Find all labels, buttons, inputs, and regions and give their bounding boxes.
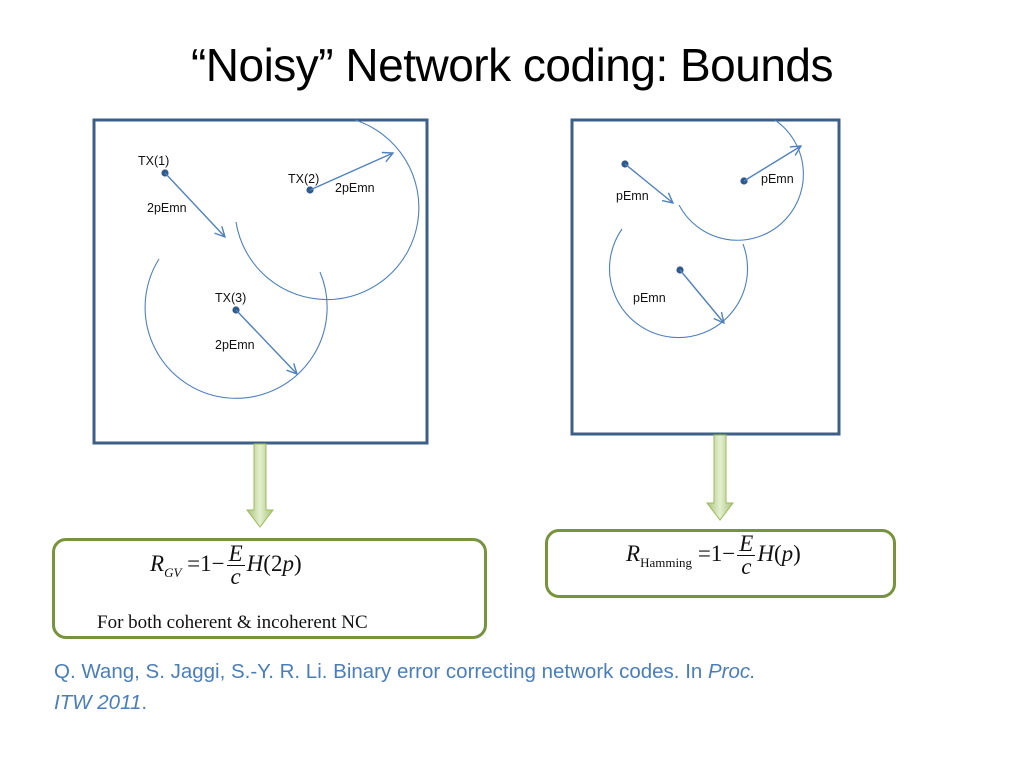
left-panel: TX(1) 2pEmn TX(2) 2pEmn TX(3) 2pEmn [92, 118, 429, 445]
gv-frac-den: c [230, 564, 241, 589]
citation-venue: Proc. [708, 660, 756, 683]
citation: Q. Wang, S. Jaggi, S.-Y. R. Li. Binary e… [54, 656, 954, 718]
node3-coverage-arc [608, 228, 749, 339]
gv-frac-num: E [226, 541, 245, 566]
citation-text: Q. Wang, S. Jaggi, S.-Y. R. Li. Binary e… [54, 660, 708, 683]
node1-radius-arrow [624, 163, 673, 203]
tx2-radius-arrow [309, 153, 393, 191]
hamming-lhs-sub: Hamming [640, 554, 693, 570]
tx2-label: TX(2) [288, 172, 319, 186]
node2-radius-label: pEmn [761, 172, 794, 186]
left-panel-frame [92, 118, 429, 445]
node3-radius-arrow [679, 269, 724, 323]
tx3-coverage-arc [144, 258, 328, 399]
hamming-eq: =1− [697, 540, 736, 566]
left-down-arrow [245, 443, 275, 528]
hamming-func: H [757, 540, 774, 566]
gv-note: For both coherent & incoherent NC [97, 612, 368, 633]
citation-end: . [141, 691, 148, 714]
right-panel: pEmn pEmn pEmn [570, 118, 841, 436]
slide-title: “Noisy” Network coding: Bounds [190, 39, 834, 91]
right-panel-frame [570, 118, 841, 436]
tx3-label: TX(3) [215, 291, 246, 305]
gv-arg-var: p [282, 550, 294, 576]
node1-radius-label: pEmn [616, 189, 649, 203]
tx1-radius-arrow [164, 172, 225, 237]
gv-func: H [246, 550, 264, 576]
tx3-radius-label: 2pEmn [215, 338, 255, 352]
gv-lhs: R [150, 550, 165, 576]
hamming-arg-var: p [781, 540, 794, 566]
gv-arg: (2 [263, 550, 283, 576]
tx2-coverage-arc [235, 119, 420, 301]
gv-eq: =1− [187, 550, 225, 576]
node2-radius-arrow [743, 146, 801, 182]
tx1-label: TX(1) [138, 154, 169, 168]
gv-lhs-sub: GV [164, 564, 182, 580]
hamming-arg: ( [773, 540, 782, 566]
citation-year: ITW 2011 [54, 691, 142, 714]
hamming-lhs: R [626, 540, 641, 566]
tx1-radius-label: 2pEmn [147, 201, 187, 215]
right-down-arrow [705, 434, 735, 521]
gv-close: ) [293, 550, 302, 576]
hamming-frac-num: E [737, 531, 756, 556]
hamming-close: ) [793, 540, 801, 566]
tx2-radius-label: 2pEmn [335, 181, 375, 195]
node3-radius-label: pEmn [633, 291, 666, 305]
hamming-frac-den: c [741, 554, 752, 579]
tx3-radius-arrow [235, 309, 297, 374]
